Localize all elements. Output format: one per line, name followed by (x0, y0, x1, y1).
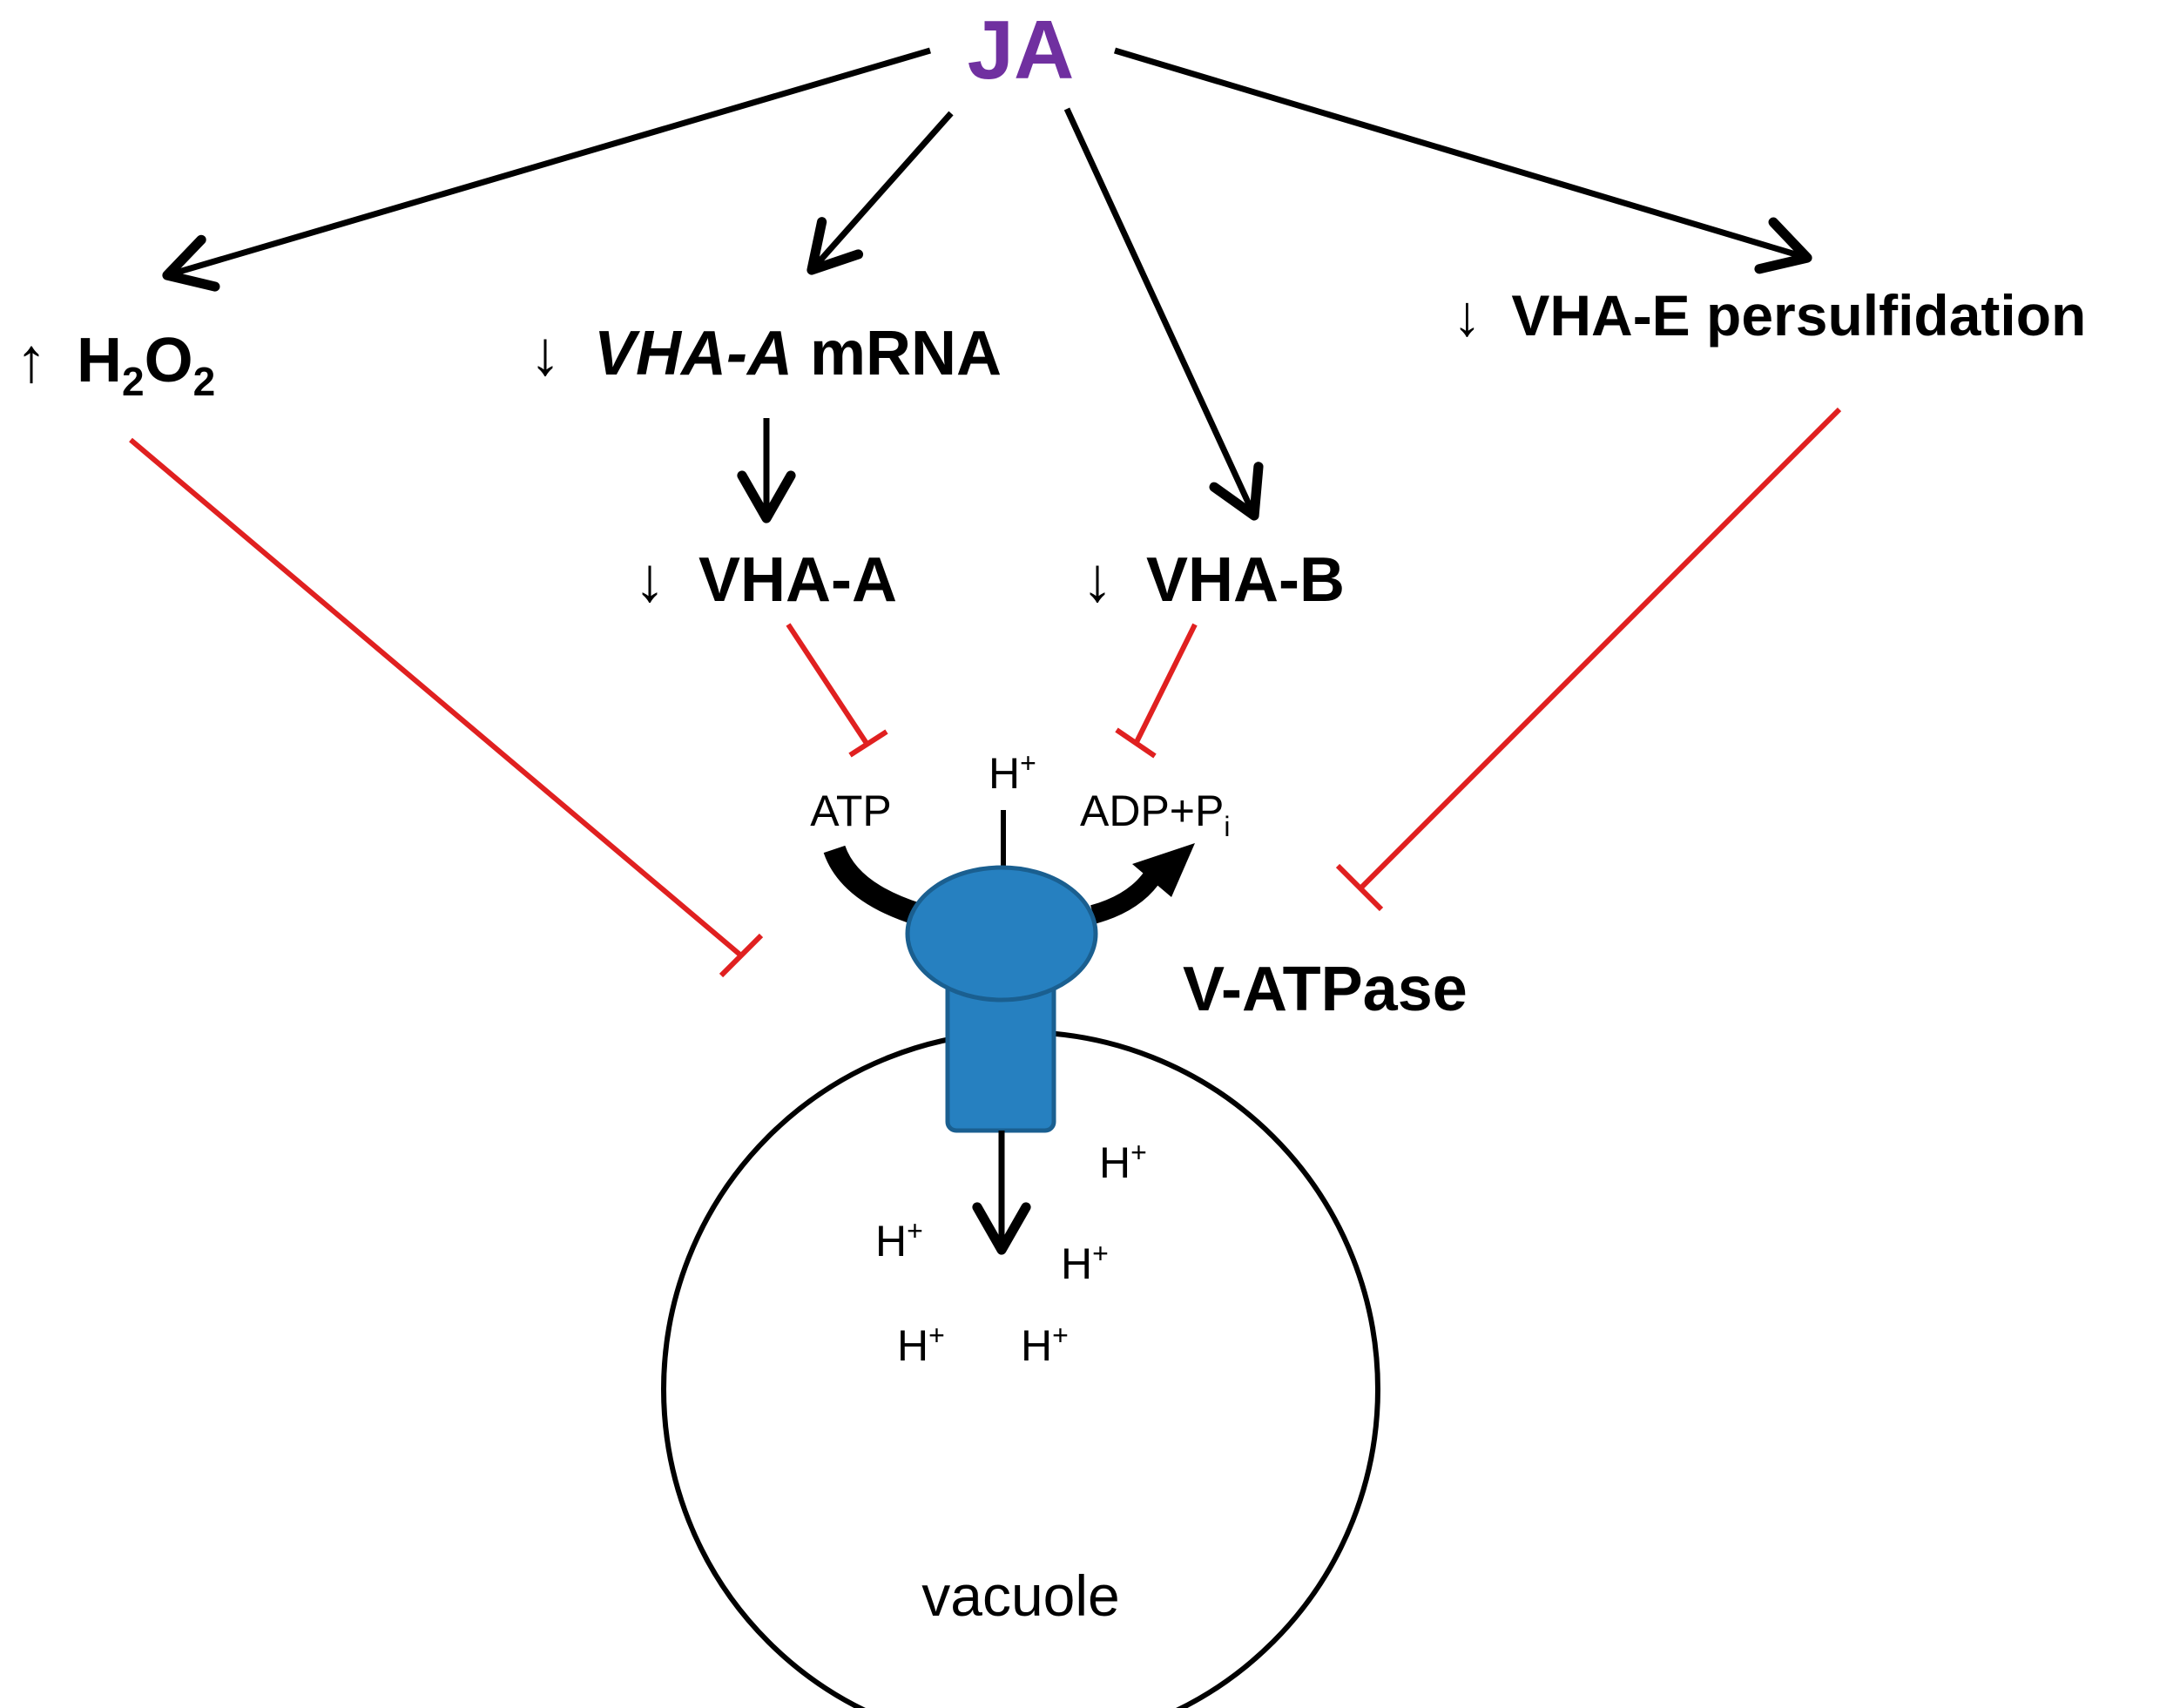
vha-e-inhibition (1335, 407, 1842, 912)
down-arrow-icon: ↓ (1082, 545, 1113, 615)
ja-to-vha-e-arrow (1113, 47, 1812, 274)
down-arrow-icon: ↓ (634, 545, 665, 615)
atp-hydrolysis-arrow-in (823, 845, 922, 926)
vha-b-inhibition (1115, 623, 1198, 759)
proton-label: H+ (1061, 1238, 1109, 1288)
down-arrow-icon: ↓ (1453, 283, 1481, 348)
ja-to-vha-a-mrna-arrow (806, 111, 954, 275)
adp-pi-label: ADP+Pi (1080, 786, 1230, 842)
atp-label: ATP (810, 786, 892, 835)
vha-a-label: ↓ VHA-A (634, 545, 897, 615)
proton-label: H+ (1021, 1320, 1069, 1370)
vacuole-label: vacuole (921, 1563, 1120, 1628)
h2o2-inhibition (129, 437, 764, 978)
ja-title: JA (968, 3, 1075, 97)
vha-e-persulfidation-label: ↓ VHA-E persulfidation (1453, 283, 2086, 348)
proton-label: H+ (897, 1320, 945, 1370)
v-atpase-head (905, 865, 1098, 1003)
ja-to-h2o2-arrow (162, 47, 931, 292)
v-atpase-label: V-ATPase (1183, 955, 1468, 1024)
ja-to-vha-b-arrow (1063, 107, 1264, 521)
vha-a-inhibition (786, 623, 888, 758)
h2o2-label: ↑ H2O2 (16, 326, 215, 404)
up-arrow-icon: ↑ (16, 326, 47, 395)
proton-label: H+ (1099, 1137, 1147, 1187)
vha-b-label: ↓ VHA-B (1082, 545, 1345, 615)
proton-label: H+ (875, 1215, 923, 1266)
proton-top-label: H+ (989, 747, 1036, 798)
vha-a-mrna-label: ↓ VHA-A mRNA (530, 319, 1002, 388)
down-arrow-icon: ↓ (530, 319, 561, 388)
atp-arrow-head (1132, 843, 1195, 897)
